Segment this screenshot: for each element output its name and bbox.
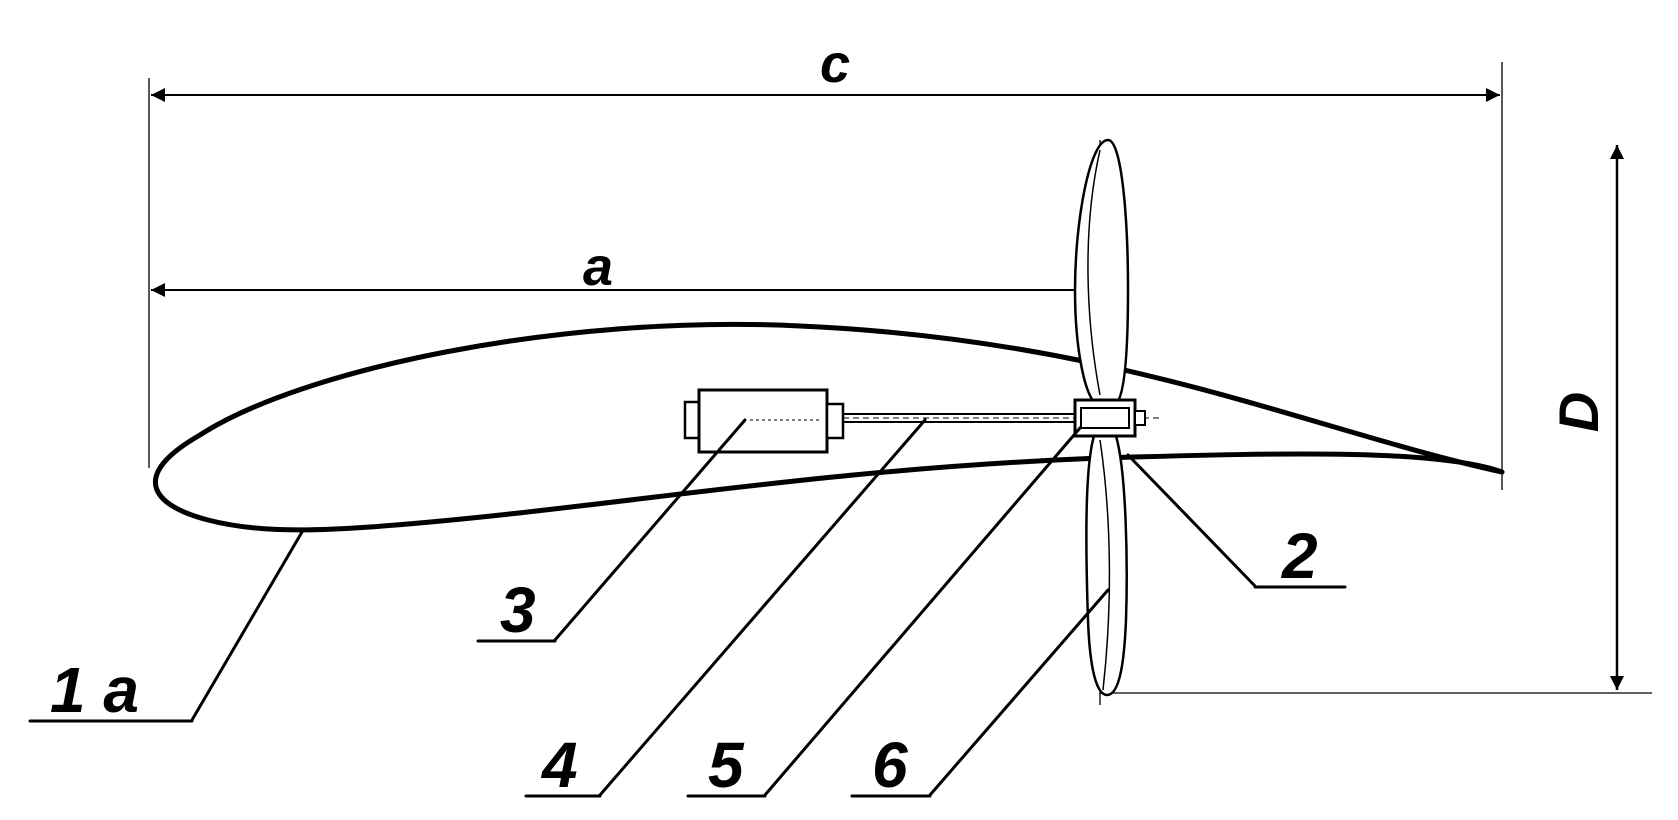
- motor-body: [697, 388, 829, 454]
- leader-line-5: [763, 426, 1082, 797]
- leader-line-1a: [190, 530, 304, 722]
- extension-lines: [148, 62, 1652, 705]
- motor: [683, 388, 845, 454]
- leader-line-3: [553, 418, 747, 642]
- hub-collar: [1134, 410, 1146, 426]
- dimension-label-a: a: [583, 237, 613, 297]
- propeller-blade-twist-mark-lower: [1099, 439, 1111, 691]
- dimension-label-c: c: [820, 34, 850, 94]
- propeller-blade-lower: [1085, 434, 1128, 697]
- callout-label-1a: 1 a: [50, 654, 139, 726]
- leader-lines: [28, 418, 1347, 798]
- dimension-label-D: D: [1547, 392, 1610, 432]
- propeller-blade-upper: [1073, 138, 1130, 406]
- callout-label-6: 6: [872, 729, 908, 801]
- propeller-blade-twist-mark: [1087, 149, 1101, 396]
- callout-label-3: 3: [500, 574, 536, 646]
- bearing-slot: [1080, 407, 1130, 429]
- motor-front-cap: [825, 402, 845, 440]
- hub-assembly: [1073, 398, 1146, 438]
- propeller: [1073, 138, 1130, 697]
- leader-line-4: [598, 418, 927, 797]
- leader-line-6: [928, 588, 1110, 797]
- callout-label-2: 2: [1281, 520, 1318, 592]
- leader-line-2: [1126, 453, 1257, 588]
- callout-label-5: 5: [708, 729, 745, 801]
- callout-label-4: 4: [540, 729, 578, 801]
